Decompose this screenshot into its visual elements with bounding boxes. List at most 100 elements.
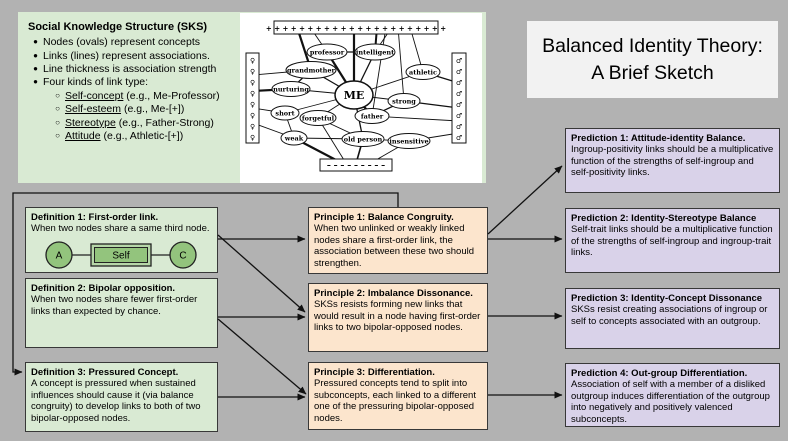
- prediction-2-title: Prediction 2: Identity-Stereotype Balanc…: [571, 213, 757, 224]
- positive-valence-box: [273, 20, 439, 35]
- prediction-3-body: SKSs resist creating associations of ing…: [571, 304, 768, 327]
- node-insensitive: [387, 133, 431, 149]
- male-icon: ♂: [456, 56, 462, 65]
- self-node-label: Self: [112, 251, 129, 262]
- male-icon: ♂: [456, 67, 462, 76]
- male-icon: ♂: [456, 122, 462, 131]
- prediction-1-box: Prediction 1: Attitude-identity Balance.…: [565, 128, 780, 193]
- female-icon: ♀: [250, 78, 255, 87]
- slide-title: Balanced Identity Theory: A Brief Sketch: [527, 21, 778, 98]
- node-nurturing: [271, 81, 311, 97]
- female-icon: ♀: [250, 111, 255, 120]
- sks-legend-text: Social Knowledge Structure (SKS) ●Nodes …: [28, 20, 243, 144]
- female-icon: ♀: [250, 67, 255, 76]
- sub-bullet-icon: ○: [55, 117, 60, 127]
- plus-row-label: + + + + + + + + + + + + + + + + + + + + …: [266, 24, 446, 33]
- sub-bullet-icon: ○: [55, 90, 60, 100]
- slide-title-line2: A Brief Sketch: [591, 61, 714, 84]
- definition-2-body: When two nodes share fewer first-order l…: [31, 294, 198, 317]
- node-a-label: A: [56, 251, 63, 262]
- prediction-2-body: Self-trait links should be a multiplicat…: [571, 224, 773, 259]
- principle-2-title: Principle 2: Imbalance Dissonance.: [314, 288, 473, 299]
- definition-1-box: Definition 1: First-order link. When two…: [25, 207, 218, 273]
- definition-3-body: A concept is pressured when sustained in…: [31, 378, 201, 424]
- definition-2-title: Definition 2: Bipolar opposition.: [31, 283, 176, 294]
- prediction-3-title: Prediction 3: Identity-Concept Dissonanc…: [571, 293, 763, 304]
- node-strong: [387, 93, 421, 109]
- sks-network-figure: + + + + + + + + + + + + + + + + + + + + …: [240, 13, 482, 183]
- sks-heading: Social Knowledge Structure (SKS): [28, 21, 208, 33]
- male-group-box: [451, 52, 467, 144]
- principle-1-body: When two unlinked or weakly linked nodes…: [314, 223, 475, 269]
- node-professor: [306, 43, 348, 61]
- sub-bullet-icon: ○: [55, 104, 60, 114]
- slide-title-line1: Balanced Identity Theory:: [542, 35, 763, 58]
- sks-bullet: ●Line thickness is association strength: [28, 63, 243, 76]
- sks-network-svg: + + + + + + + + + + + + + + + + + + + + …: [245, 20, 467, 172]
- node-label: insensitive: [389, 138, 428, 146]
- sks-link-type: ○Attitude (e.g., Athletic-[+]): [50, 130, 243, 143]
- prediction-1-title: Prediction 1: Attitude-identity Balance.: [571, 133, 746, 144]
- node-label: short: [275, 110, 294, 118]
- arrow-def1-to-principle2: [217, 234, 306, 313]
- node-weak: [280, 130, 308, 146]
- female-icon: ♀: [250, 133, 255, 142]
- node-intelligent: [354, 43, 396, 61]
- sks-link-type: ○Self-esteem (e.g., Me-[+]): [50, 103, 243, 116]
- male-icon: ♂: [456, 89, 462, 98]
- node-label: intelligent: [356, 49, 394, 57]
- prediction-1-body: Ingroup-positivity links should be a mul…: [571, 144, 774, 179]
- prediction-4-title: Prediction 4: Out-group Differentiation.: [571, 368, 748, 379]
- node-athletic: [405, 64, 441, 80]
- arrow-principle1-to-prediction1: [487, 165, 563, 235]
- definition-2-box: Definition 2: Bipolar opposition. When t…: [25, 278, 218, 348]
- sks-bullet: ●Nodes (ovals) represent concepts: [28, 36, 243, 49]
- sks-link-type: ○Self-concept (e.g., Me-Professor): [50, 90, 243, 103]
- female-icon: ♀: [250, 56, 255, 65]
- bullet-icon: ●: [33, 37, 38, 47]
- female-icon: ♀: [250, 89, 255, 98]
- node-label: athletic: [409, 69, 437, 77]
- definition-3-title: Definition 3: Pressured Concept.: [31, 367, 179, 378]
- node-label: weak: [284, 135, 304, 143]
- bullet-icon: ●: [33, 77, 38, 87]
- sks-legend-panel: Social Knowledge Structure (SKS) ●Nodes …: [18, 12, 486, 183]
- sks-link-type: ○Stereotype (e.g., Father-Strong): [50, 117, 243, 130]
- prediction-4-box: Prediction 4: Out-group Differentiation.…: [565, 363, 780, 427]
- node-label: old person: [344, 136, 383, 144]
- principle-3-box: Principle 3: Differentiation. Pressured …: [308, 362, 488, 430]
- bullet-icon: ●: [33, 63, 38, 73]
- arrow-def2-to-principle3: [217, 318, 307, 395]
- principle-3-body: Pressured concepts tend to split into su…: [314, 378, 476, 424]
- sub-bullet-icon: ○: [55, 131, 60, 141]
- first-order-link-diagram: A Self C: [45, 241, 197, 269]
- sks-bullet: ●Four kinds of link type:: [28, 76, 243, 89]
- principle-2-body: SKSs resists forming new links that woul…: [314, 299, 481, 334]
- principle-3-title: Principle 3: Differentiation.: [314, 367, 435, 378]
- node-short: [270, 105, 300, 121]
- node-label: forgetful: [302, 115, 335, 123]
- definition-1-body: When two nodes share a same third node.: [31, 223, 210, 235]
- female-group-box: [245, 52, 260, 144]
- female-icon: ♀: [250, 122, 255, 131]
- node-me-label: ME: [344, 89, 365, 102]
- male-icon: ♂: [456, 111, 462, 120]
- minus-row-label: – – – – – – – – –: [327, 160, 385, 170]
- prediction-2-box: Prediction 2: Identity-Stereotype Balanc…: [565, 208, 780, 273]
- sks-bullet: ●Links (lines) represent associations.: [28, 50, 243, 63]
- node-forgetful: [299, 110, 337, 126]
- male-icon: ♂: [456, 133, 462, 142]
- node-label: professor: [310, 49, 345, 57]
- principle-1-box: Principle 1: Balance Congruity. When two…: [308, 207, 488, 274]
- principle-2-box: Principle 2: Imbalance Dissonance. SKSs …: [308, 283, 488, 352]
- male-icon: ♂: [456, 100, 462, 109]
- node-label: grandmother: [287, 67, 336, 75]
- node-old-person: [341, 131, 385, 147]
- node-label: strong: [392, 98, 416, 106]
- definition-3-box: Definition 3: Pressured Concept. A conce…: [25, 362, 218, 432]
- node-label: father: [361, 113, 384, 121]
- prediction-3-box: Prediction 3: Identity-Concept Dissonanc…: [565, 288, 780, 349]
- node-grandmother: [285, 61, 337, 79]
- bullet-icon: ●: [33, 50, 38, 60]
